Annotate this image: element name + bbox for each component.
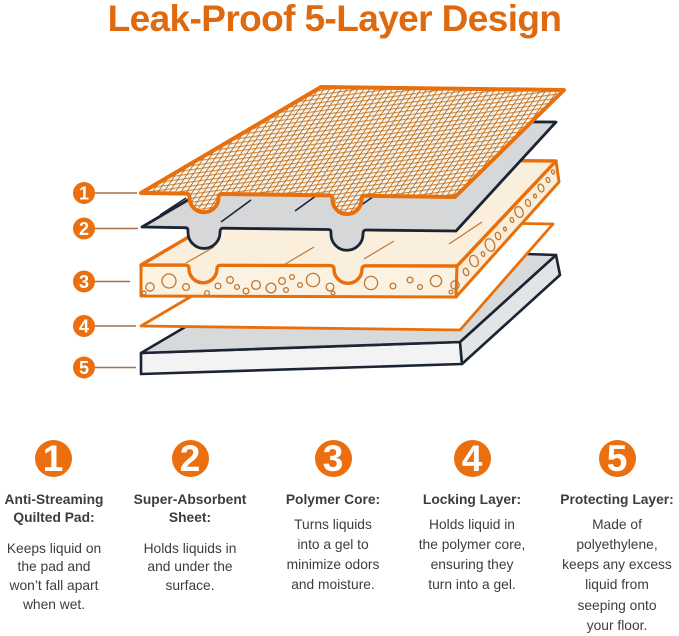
svg-text:4: 4 — [79, 317, 89, 337]
svg-text:3: 3 — [79, 272, 89, 292]
svg-text:1: 1 — [79, 184, 89, 204]
svg-text:2: 2 — [79, 219, 89, 239]
svg-text:5: 5 — [79, 358, 89, 378]
